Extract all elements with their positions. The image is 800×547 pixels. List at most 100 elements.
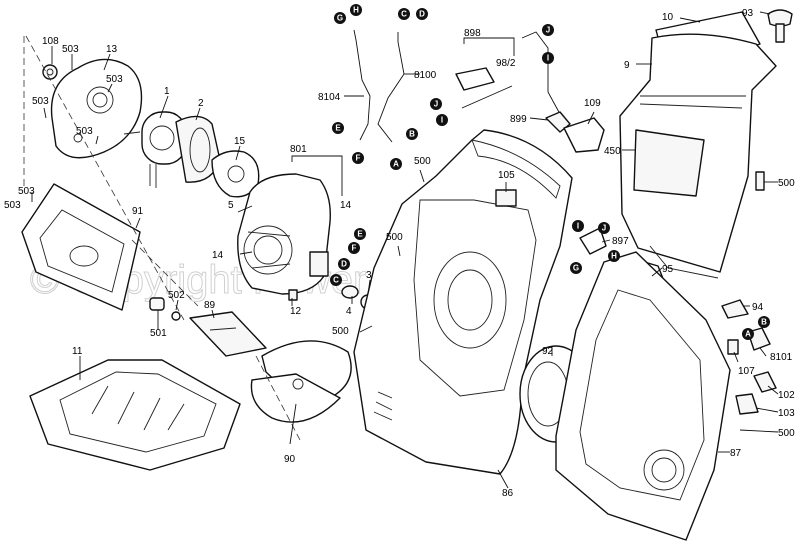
svg-text:E: E — [335, 124, 341, 133]
part-label: 14 — [340, 200, 352, 211]
part-label: 801 — [290, 144, 307, 155]
svg-text:E: E — [357, 230, 363, 239]
part-label: 503 — [32, 96, 49, 107]
part-label: 4 — [346, 306, 352, 317]
part-label: 8104 — [318, 92, 341, 103]
part-label: 13 — [106, 44, 118, 55]
leader-lines — [31, 11, 779, 489]
part-label: 500 — [778, 178, 795, 189]
svg-text:F: F — [352, 244, 357, 253]
marker-J: J — [430, 98, 442, 110]
part-label: 1 — [164, 86, 170, 97]
part-label: 15 — [234, 136, 246, 147]
svg-text:J: J — [546, 26, 550, 35]
rotor — [123, 111, 187, 188]
part-label: 103 — [778, 408, 795, 419]
cable-8100 — [377, 32, 405, 143]
svg-text:A: A — [745, 330, 751, 339]
part-label: 86 — [502, 488, 514, 499]
marker-F: F — [352, 152, 364, 164]
svg-text:G: G — [573, 264, 579, 273]
knob-93 — [767, 9, 793, 43]
marker-I: I — [542, 52, 554, 64]
main-housing-86 — [353, 129, 573, 475]
part-label: 3 — [366, 270, 372, 281]
marker-H: H — [608, 250, 620, 262]
cable-8104 — [353, 29, 371, 141]
svg-text:H: H — [353, 6, 359, 15]
handle-899 — [521, 31, 571, 133]
marker-D: D — [416, 8, 428, 20]
svg-text:I: I — [441, 116, 443, 125]
marker-I: I — [436, 114, 448, 126]
part-label: 503 — [106, 74, 123, 85]
svg-text:F: F — [356, 154, 361, 163]
part-label: 95 — [662, 264, 674, 275]
part-label: 503 — [4, 200, 21, 211]
marker-C: C — [398, 8, 410, 20]
part-label: 87 — [730, 448, 742, 459]
part-label: 93 — [742, 8, 754, 19]
part-label: 2 — [198, 98, 204, 109]
part-label: 10 — [662, 12, 674, 23]
part-label: 500 — [414, 156, 431, 167]
marker-H: H — [350, 4, 362, 16]
part-labels: 108 503 13 503 503 1 2 503 15 801 14 5 1… — [4, 8, 795, 499]
motor-housing-801 — [237, 173, 331, 295]
part-label: 5 — [228, 200, 234, 211]
marker-B: B — [406, 128, 418, 140]
part-label: 898 — [464, 28, 481, 39]
part-label: 94 — [752, 302, 764, 313]
part-label: 450 — [604, 146, 621, 157]
svg-text:B: B — [761, 318, 767, 327]
part-label: 500 — [332, 326, 349, 337]
latch-109 — [563, 117, 605, 153]
part-label: 102 — [778, 390, 795, 401]
svg-text:J: J — [434, 100, 438, 109]
part-label: 14 — [212, 250, 224, 261]
part-label: 899 — [510, 114, 527, 125]
marker-C: C — [330, 274, 342, 286]
screw-108 — [42, 64, 58, 80]
part-label: 503 — [76, 126, 93, 137]
part-label: 91 — [132, 206, 144, 217]
blade-disc-90 — [250, 340, 352, 423]
clamp-898 — [455, 67, 513, 109]
collection-box-11 — [29, 359, 241, 471]
part-label: 90 — [284, 454, 296, 465]
collection-tray-91 — [21, 183, 141, 311]
hopper-9 — [619, 33, 777, 279]
marker-E: E — [354, 228, 366, 240]
part-label: 105 — [498, 170, 515, 181]
svg-text:I: I — [577, 222, 579, 231]
marker-F: F — [348, 242, 360, 254]
marker-J: J — [598, 222, 610, 234]
marker-G: G — [570, 262, 582, 274]
part-label: 503 — [62, 44, 79, 55]
svg-text:I: I — [547, 54, 549, 63]
part-label: 109 — [584, 98, 601, 109]
part-label: 92 — [542, 346, 554, 357]
part-label: 11 — [72, 346, 83, 357]
part-label: 500 — [778, 428, 795, 439]
part-label: 502 — [168, 290, 185, 301]
marker-G: G — [334, 12, 346, 24]
marker-E: E — [332, 122, 344, 134]
svg-text:J: J — [602, 224, 606, 233]
connection-markers: G H C D J I J I E F A B E F D C I J G H … — [330, 4, 770, 340]
blade-89 — [189, 311, 267, 357]
part-label: 897 — [612, 236, 629, 247]
svg-text:D: D — [419, 10, 425, 19]
frame-87 — [555, 251, 731, 541]
svg-text:H: H — [611, 252, 617, 261]
svg-text:A: A — [393, 160, 399, 169]
marker-D: D — [338, 258, 350, 270]
svg-text:B: B — [409, 130, 415, 139]
svg-text:G: G — [337, 14, 343, 23]
marker-A: A — [390, 158, 402, 170]
part-label: 8101 — [770, 352, 793, 363]
part-label: 9 — [624, 60, 630, 71]
part-label: 89 — [204, 300, 216, 311]
svg-text:C: C — [401, 10, 407, 19]
marker-I: I — [572, 220, 584, 232]
